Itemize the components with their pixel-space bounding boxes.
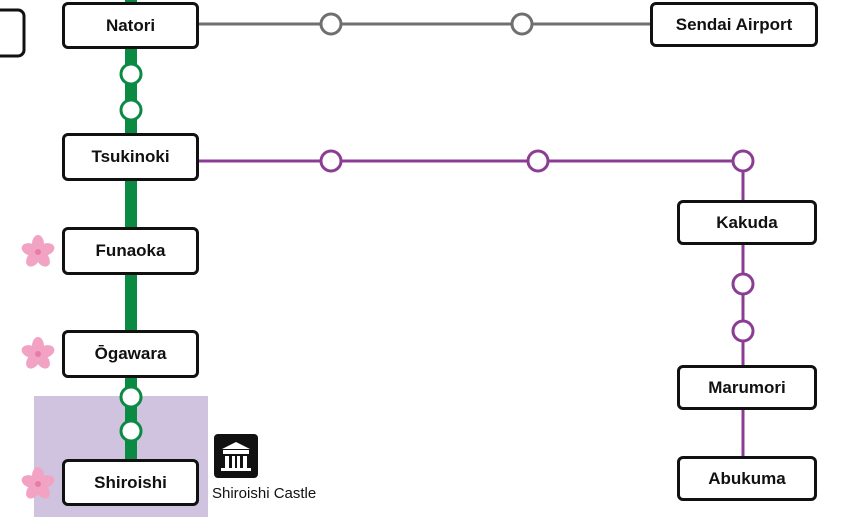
stop-marker [510,12,534,36]
station-kakuda[interactable]: Kakuda [677,200,817,245]
cherry-blossom-icon [21,235,55,267]
station-label: Sendai Airport [675,14,793,34]
station-label: Marumori [708,377,786,397]
station-label: Funaoka [95,241,166,260]
station-label: Kakuda [716,212,778,232]
stop-marker [319,12,343,36]
station-abukuma[interactable]: Abukuma [677,456,817,501]
station-tsukinoki[interactable]: Tsukinoki [62,133,199,181]
stop-marker [731,272,755,296]
station-natori[interactable]: Natori [62,2,199,49]
stop-marker [731,149,755,173]
stop-marker [119,385,143,409]
abukuma-line [195,159,745,470]
station-sendai-airport[interactable]: Sendai Airport [650,2,818,47]
castle-icon [214,434,258,478]
station-ogawara[interactable]: Ōgawara [62,330,199,378]
station-shiroishi[interactable]: Shiroishi [62,459,199,506]
stop-marker [119,98,143,122]
station-label: Shiroishi [94,472,167,492]
landmark-caption: Shiroishi Castle [212,485,317,502]
cherry-blossom-icon [21,467,55,499]
station-label: Abukuma [708,468,786,488]
station-funaoka[interactable]: Funaoka [62,227,199,275]
station-label: Ōgawara [94,344,167,363]
station-marumori[interactable]: Marumori [677,365,817,410]
stop-marker [119,419,143,443]
station-label: Tsukinoki [91,147,170,166]
stop-marker [526,149,550,173]
station-label: Natori [105,15,156,35]
stop-marker [119,62,143,86]
stop-marker [319,149,343,173]
stop-marker [731,319,755,343]
offscreen-station-box [0,8,26,58]
cherry-blossom-icon [21,337,55,369]
